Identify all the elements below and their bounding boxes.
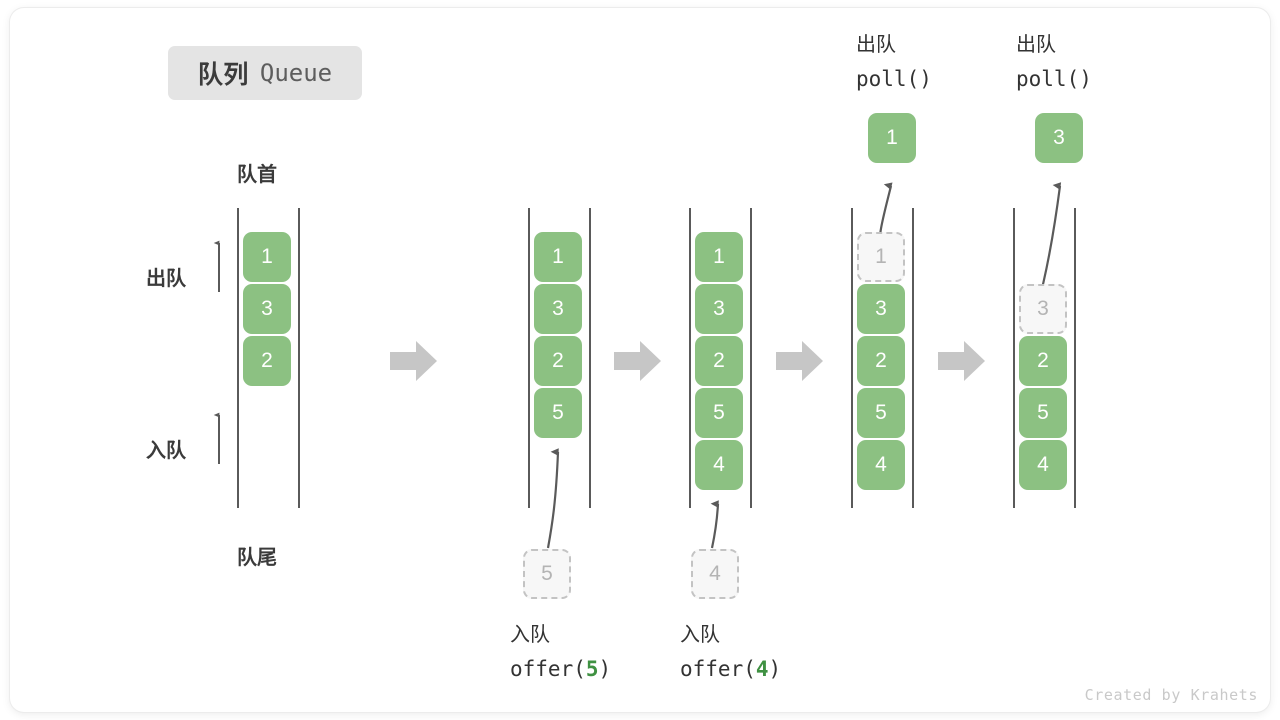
queue-cell: 1: [243, 232, 291, 282]
operation-label-cn: 入队: [680, 624, 720, 646]
queue-cell-new: 4: [695, 440, 743, 490]
operation-label-call: offer(4): [680, 657, 782, 681]
queue-rail-left-step2: [528, 208, 530, 508]
queue-cell: 2: [695, 336, 743, 386]
operation-label-call: poll(): [856, 67, 932, 91]
removed-element-ghost: 1: [857, 232, 905, 282]
queue-cell: 1: [695, 232, 743, 282]
removed-element-ghost: 3: [1019, 284, 1067, 334]
step-arrow-icon: [614, 341, 661, 381]
diagram-title-chip: 队列 Queue: [168, 46, 362, 100]
queue-rail-left-step1: [237, 208, 239, 508]
queue-cell-new: 5: [534, 388, 582, 438]
queue-cell: 3: [534, 284, 582, 334]
enqueue-curve-arrow-icon: [546, 448, 560, 549]
queue-rail-right-step5: [1074, 208, 1076, 508]
queue-cell: 4: [1019, 440, 1067, 490]
queue-cell: 5: [857, 388, 905, 438]
queue-rail-left-step5: [1013, 208, 1015, 508]
incoming-element-ghost: 5: [523, 549, 571, 599]
label-enqueue-indicator: 入队: [146, 440, 186, 462]
queue-cell: 3: [243, 284, 291, 334]
incoming-element-ghost: 4: [691, 549, 739, 599]
operation-label-poll-3: 出队 poll(): [1016, 28, 1092, 96]
queue-cell: 5: [695, 388, 743, 438]
operation-label-call: offer(5): [510, 657, 612, 681]
operation-label-offer-4: 入队 offer(4): [680, 618, 781, 686]
queue-cell: 3: [695, 284, 743, 334]
operation-label-offer-5: 入队 offer(5): [510, 618, 611, 686]
popped-element: 1: [868, 113, 916, 163]
enqueue-direction-arrow-icon: [213, 412, 220, 464]
label-dequeue-indicator: 出队: [146, 268, 186, 290]
queue-cell: 5: [1019, 388, 1067, 438]
queue-cell: 2: [857, 336, 905, 386]
operation-label-poll-1: 出队 poll(): [856, 28, 932, 96]
operation-label-call: poll(): [1016, 67, 1092, 91]
operation-label-cn: 入队: [510, 624, 550, 646]
operation-arg: 4: [755, 657, 769, 681]
dequeue-direction-arrow-icon: [213, 240, 220, 292]
queue-cell: 4: [857, 440, 905, 490]
queue-rail-left-step4: [851, 208, 853, 508]
step-arrow-icon: [938, 341, 985, 381]
queue-cell: 2: [243, 336, 291, 386]
queue-rail-right-step2: [589, 208, 591, 508]
popped-element: 3: [1035, 113, 1083, 163]
label-queue-rear: 队尾: [237, 547, 277, 569]
operation-label-cn: 出队: [1016, 34, 1056, 56]
step-arrow-icon: [390, 341, 437, 381]
queue-rail-right-step4: [912, 208, 914, 508]
operation-label-cn: 出队: [856, 34, 896, 56]
title-en: Queue: [259, 59, 333, 87]
operation-arg: 5: [585, 657, 599, 681]
step-arrow-icon: [776, 341, 823, 381]
enqueue-curve-arrow-icon: [710, 500, 720, 549]
queue-cell: 2: [1019, 336, 1067, 386]
label-queue-front: 队首: [237, 164, 277, 186]
queue-rail-right-step3: [750, 208, 752, 508]
queue-cell: 3: [857, 284, 905, 334]
title-cn: 队列: [197, 61, 249, 89]
queue-cell: 1: [534, 232, 582, 282]
watermark-credit: Created by Krahets: [1084, 686, 1258, 704]
queue-cell: 2: [534, 336, 582, 386]
queue-rail-left-step3: [689, 208, 691, 508]
queue-rail-right-step1: [298, 208, 300, 508]
